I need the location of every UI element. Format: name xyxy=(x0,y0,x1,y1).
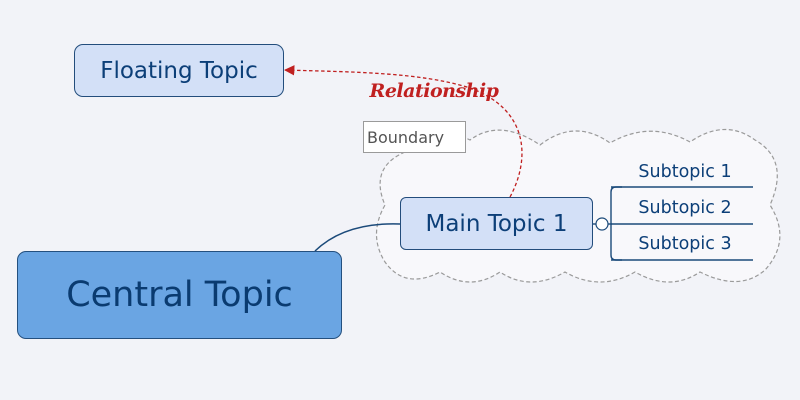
subtopic-1[interactable]: Subtopic 1 xyxy=(618,158,752,186)
floating-topic-label: Floating Topic xyxy=(100,57,258,84)
main-topic-label: Main Topic 1 xyxy=(425,210,568,237)
central-topic[interactable]: Central Topic xyxy=(17,251,342,339)
subtopic-label: Subtopic 2 xyxy=(638,198,732,218)
relationship-line[interactable] xyxy=(283,65,523,198)
boundary-title-text: Boundary xyxy=(367,127,445,147)
subtopic-3[interactable]: Subtopic 3 xyxy=(618,230,752,258)
central-topic-label: Central Topic xyxy=(66,275,293,315)
central-to-main-connector xyxy=(314,223,401,252)
floating-topic[interactable]: Floating Topic xyxy=(74,44,284,97)
subtopic-label: Subtopic 3 xyxy=(638,234,732,254)
relationship-label[interactable]: Relationship xyxy=(369,76,499,106)
relationship-label-text: Relationship xyxy=(369,80,499,102)
boundary-title[interactable]: Boundary xyxy=(363,121,466,153)
collapse-toggle-icon[interactable] xyxy=(595,217,609,231)
main-topic[interactable]: Main Topic 1 xyxy=(400,197,593,250)
subtopic-2[interactable]: Subtopic 2 xyxy=(618,194,752,222)
subtopic-label: Subtopic 1 xyxy=(638,162,732,182)
